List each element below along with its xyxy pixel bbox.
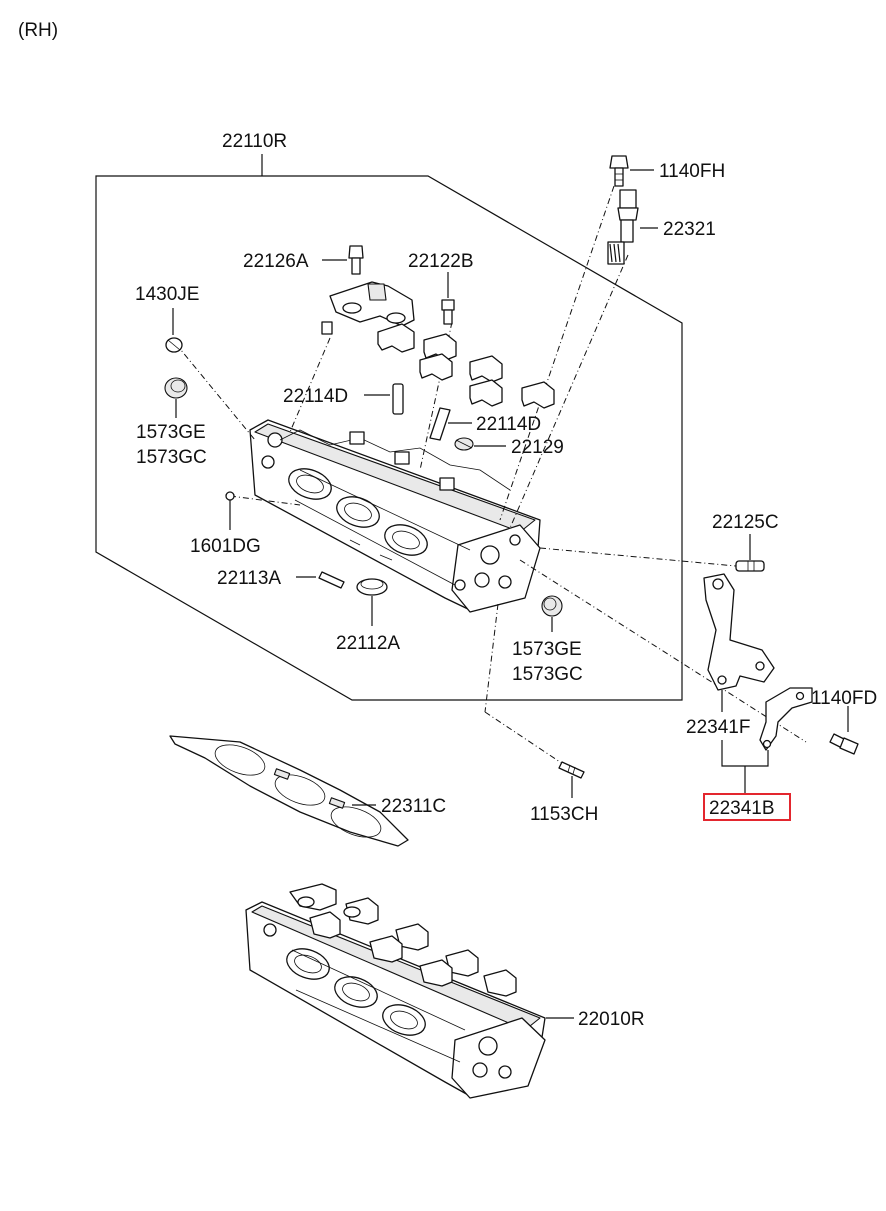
bolt-1140FH — [609, 155, 629, 187]
spring-22129 — [454, 437, 474, 451]
label-22341B: 22341B — [709, 798, 775, 819]
cam-bearing-cap-main — [321, 281, 415, 335]
valve-guide-a — [392, 383, 404, 415]
bolt-22126A — [348, 245, 364, 275]
stud-1153CH — [558, 761, 585, 779]
pin-22113A — [318, 571, 345, 589]
cylinder-head-upper — [249, 419, 541, 613]
label-1601DG: 1601DG — [190, 536, 261, 557]
label-22114D-b: 22114D — [476, 414, 541, 435]
label-22113A: 22113A — [217, 568, 281, 589]
bracket-22341B-part — [759, 687, 813, 751]
label-1573GC-right: 1573GC — [512, 664, 583, 685]
label-22311C: 22311C — [381, 796, 446, 817]
label-22341F: 22341F — [686, 717, 750, 738]
label-1140FH: 1140FH — [659, 161, 725, 182]
label-22126A: 22126A — [243, 251, 309, 272]
side-label: (RH) — [18, 20, 58, 41]
label-1140FD: 1140FD — [811, 688, 877, 709]
label-22112A: 22112A — [336, 633, 400, 654]
plug-1601DG — [225, 491, 235, 501]
label-1430JE: 1430JE — [135, 284, 199, 305]
label-22010R: 22010R — [578, 1009, 645, 1030]
label-22110R: 22110R — [222, 131, 287, 152]
label-1573GE-left: 1573GE — [136, 422, 206, 443]
bolt-22122B — [441, 299, 455, 325]
label-1573GC-left: 1573GC — [136, 447, 207, 468]
label-22114D-a: 22114D — [283, 386, 348, 407]
label-1153CH: 1153CH — [530, 804, 598, 825]
assembly-outline — [95, 175, 683, 701]
cylinder-head-lower — [245, 883, 546, 1099]
seal-22112A — [356, 578, 388, 596]
cap-1573-right — [541, 595, 563, 617]
cap-1573-left — [164, 377, 188, 399]
bracket-22341F — [703, 573, 775, 691]
label-22122B: 22122B — [408, 251, 474, 272]
label-22125C: 22125C — [712, 512, 779, 533]
label-1573GE-right: 1573GE — [512, 639, 582, 660]
label-22129: 22129 — [511, 437, 564, 458]
plug-1430JE — [165, 337, 183, 353]
valve-guide-b — [429, 407, 451, 441]
gasket-22311C — [169, 735, 409, 847]
bolt-1140FD — [829, 733, 859, 755]
cam-caps — [377, 323, 555, 409]
connector-22341B — [721, 740, 769, 767]
highlight-box-22341B — [703, 793, 791, 821]
guide-lines — [175, 185, 807, 767]
bolt-22321 — [607, 189, 639, 265]
label-22321: 22321 — [663, 219, 716, 240]
stud-22125C — [735, 560, 765, 572]
